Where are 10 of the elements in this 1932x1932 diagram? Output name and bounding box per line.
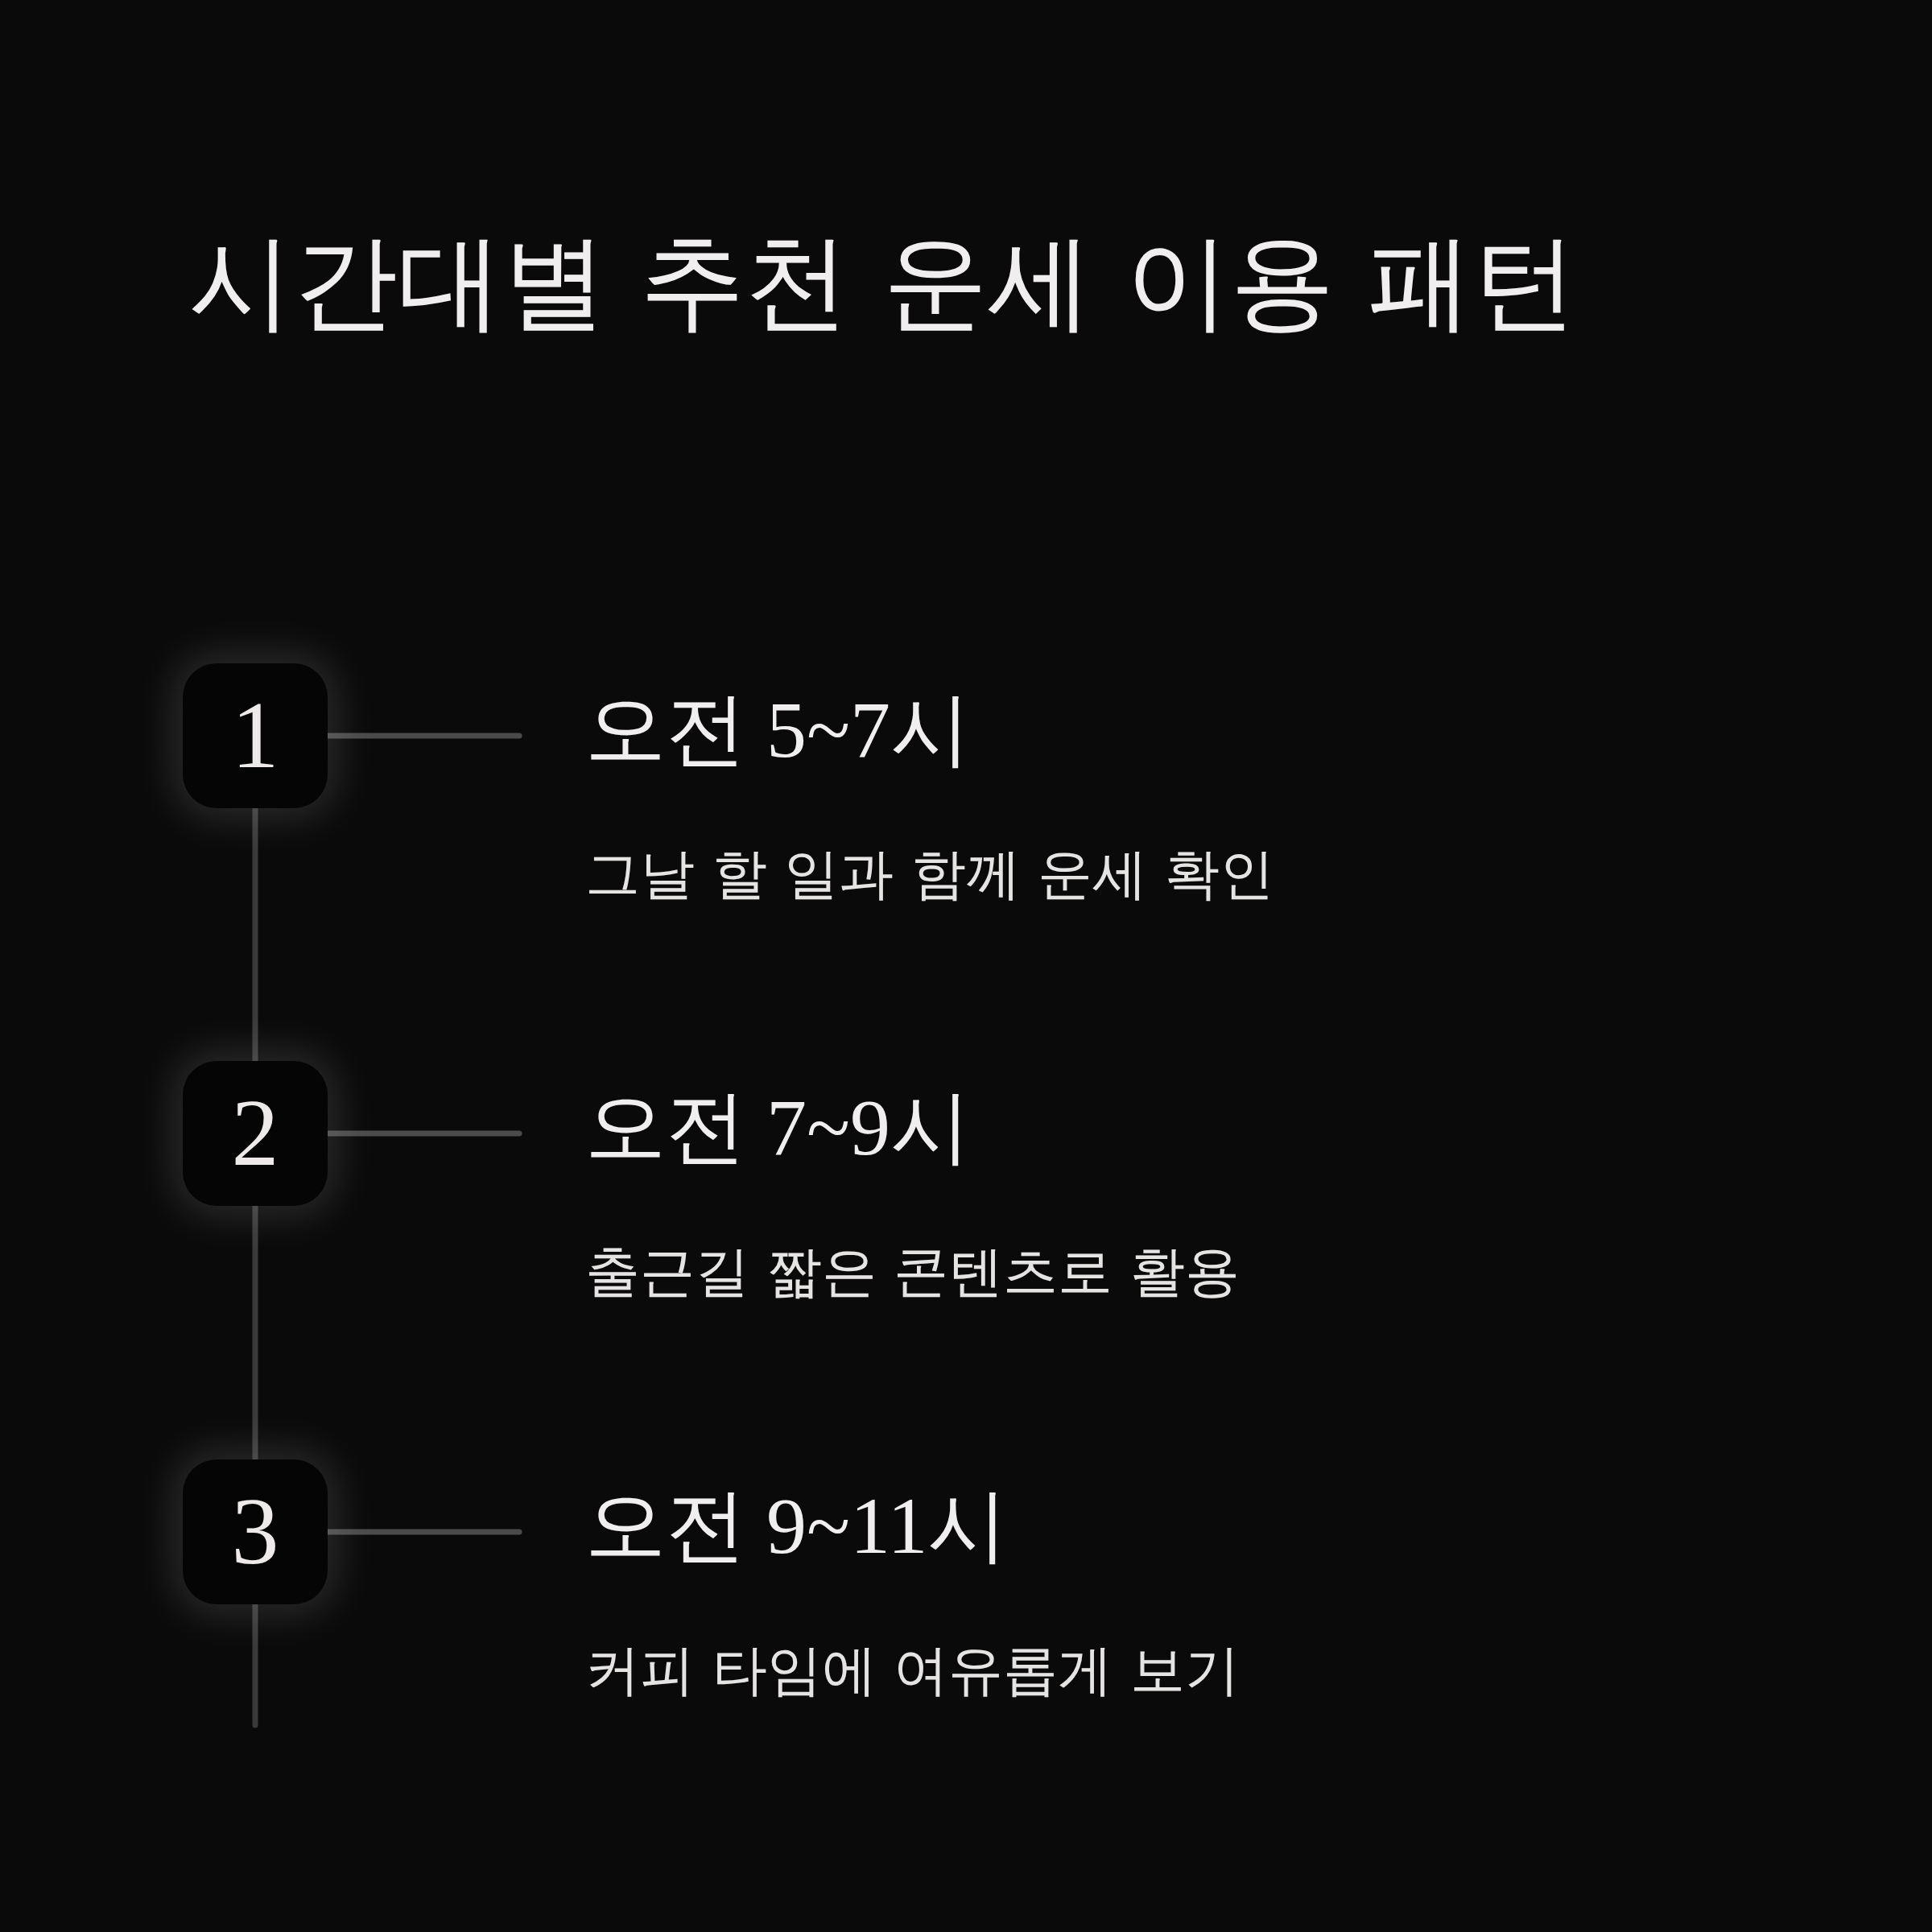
time-heading: 오전 7~9시 [585,1082,972,1174]
time-heading: 오전 9~11시 [585,1480,1009,1572]
number-badge: 2 [183,1061,328,1206]
number-badge: 1 [183,663,328,808]
title: 시간대별 추천 운세 이용 패턴 [188,220,1579,345]
description-text: 커피 타임에 여유롭게 보기 [585,1637,1240,1703]
description-text: 출근길 짧은 콘텐츠로 활용 [585,1239,1240,1305]
number-badge: 3 [183,1459,328,1604]
time-heading: 오전 5~7시 [585,684,972,776]
description-text: 그날 할 일과 함께 운세 확인 [585,841,1275,907]
